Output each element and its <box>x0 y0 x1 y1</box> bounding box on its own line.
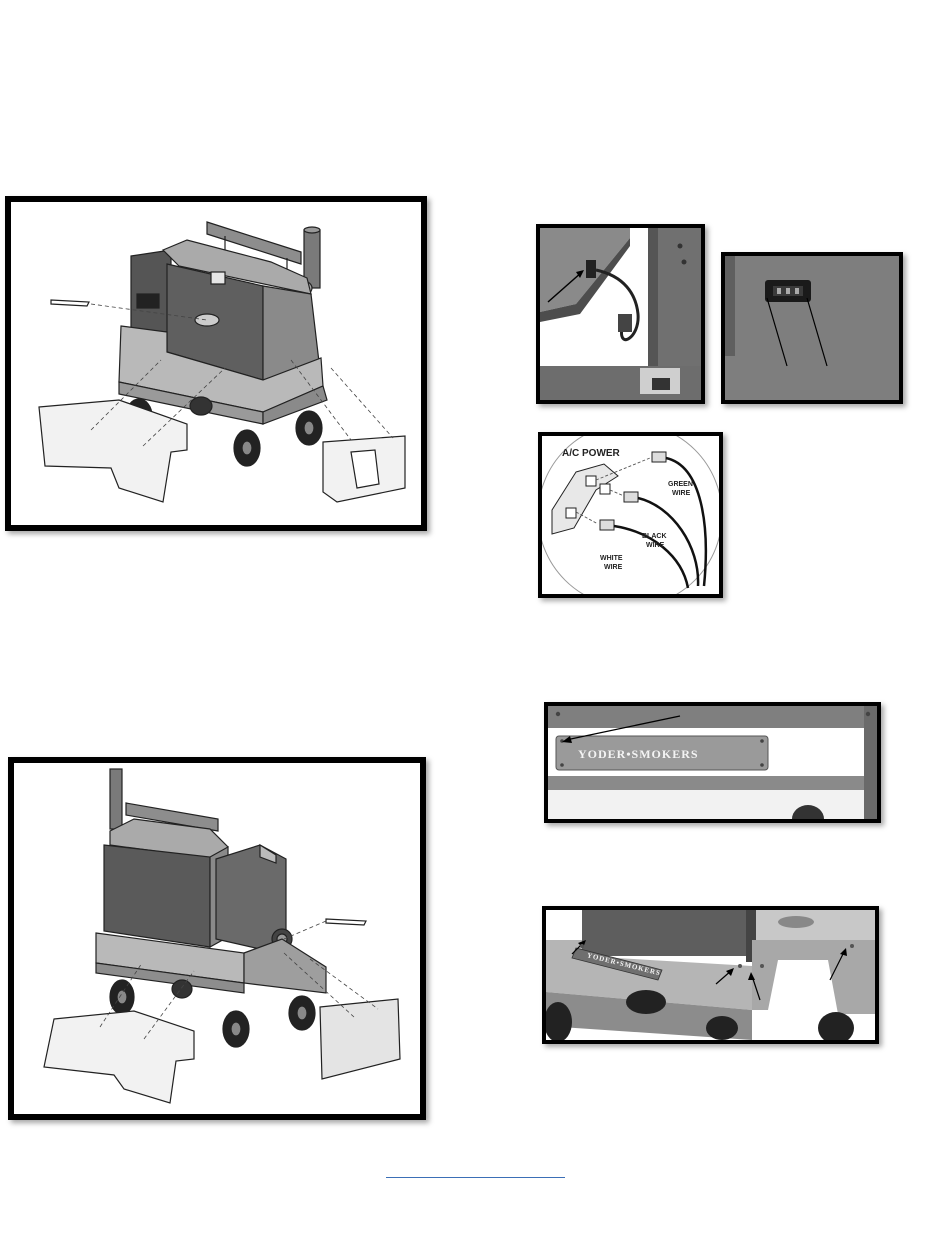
black-wire-label: BLACK <box>642 533 667 540</box>
wiring-diagram-drawing: A/C POWER GREEN WIRE BLACK WIRE WHITE WI… <box>542 436 719 594</box>
green-wire-label-2: WIRE <box>672 490 691 497</box>
smoker-drawing-front <box>11 202 421 525</box>
nameplate-photo-flat: YODER•SMOKERS <box>544 702 881 823</box>
power-cord-drawing <box>540 228 701 400</box>
nameplate-drawing-flat: YODER•SMOKERS <box>548 706 877 819</box>
white-wire-label-2: WIRE <box>604 564 623 571</box>
nameplate-text: YODER•SMOKERS <box>578 747 699 761</box>
footer-link-underline[interactable] <box>386 1177 565 1178</box>
ac-power-label: A/C POWER <box>562 448 621 459</box>
assembly-figure-side <box>8 757 426 1120</box>
smoker-drawing-side <box>14 763 420 1114</box>
receptacle-drawing <box>725 256 899 400</box>
assembly-figure-front <box>5 196 427 531</box>
nameplate-drawing-mounted: YODER•SMOKERS <box>546 910 875 1040</box>
receptacle-photo <box>721 252 903 404</box>
power-cord-photo <box>536 224 705 404</box>
green-wire-label: GREEN <box>668 481 693 488</box>
white-wire-label: WHITE <box>600 555 623 562</box>
wiring-diagram: A/C POWER GREEN WIRE BLACK WIRE WHITE WI… <box>538 432 723 598</box>
black-wire-label-2: WIRE <box>646 542 665 549</box>
nameplate-photo-mounted: YODER•SMOKERS <box>542 906 879 1044</box>
